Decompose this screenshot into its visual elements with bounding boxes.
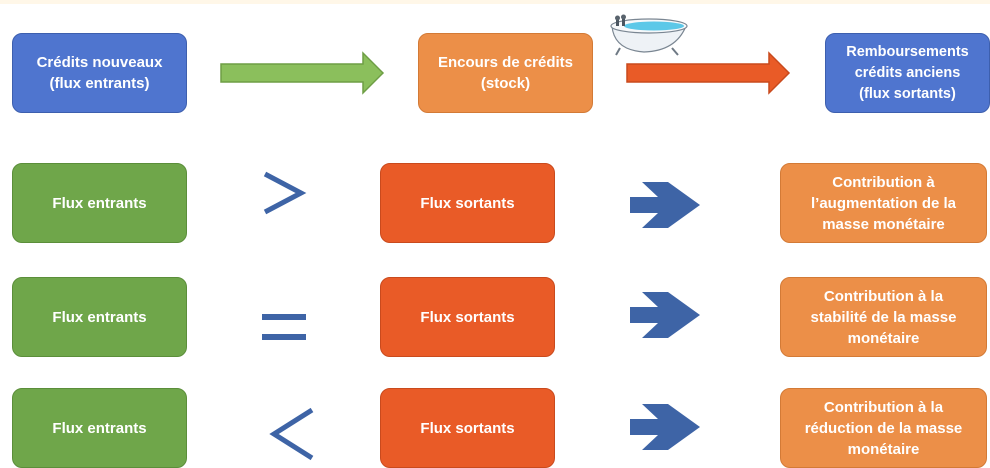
new-credits-box: Crédits nouveaux (flux entrants) [12, 33, 187, 113]
outflow-arrow-icon [626, 51, 791, 95]
inflows-box: Flux entrants [12, 163, 187, 243]
outflows-box: Flux sortants [380, 388, 555, 468]
top-border [0, 0, 990, 4]
outflows-box: Flux sortants [380, 277, 555, 357]
greater-than-symbol [263, 171, 307, 215]
inflows-box: Flux entrants [12, 388, 187, 468]
outstanding-credits-box: Encours de crédits (stock) [418, 33, 593, 113]
result-arrow-icon [630, 182, 700, 228]
inflows-box: Flux entrants [12, 277, 187, 357]
contribution-reduction-box: Contribution à la réduction de la masse … [780, 388, 987, 468]
contribution-increase-box: Contribution à l’augmentation de la mass… [780, 163, 987, 243]
result-arrow-icon [630, 292, 700, 338]
repayments-box: Remboursements crédits anciens (flux sor… [825, 33, 990, 113]
bathtub-icon [610, 14, 688, 56]
inflow-arrow-icon [220, 51, 385, 95]
contribution-stability-box: Contribution à la stabilité de la masse … [780, 277, 987, 357]
outflows-box: Flux sortants [380, 163, 555, 243]
equals-symbol [262, 314, 306, 340]
result-arrow-icon [630, 404, 700, 450]
less-than-symbol [269, 407, 314, 461]
